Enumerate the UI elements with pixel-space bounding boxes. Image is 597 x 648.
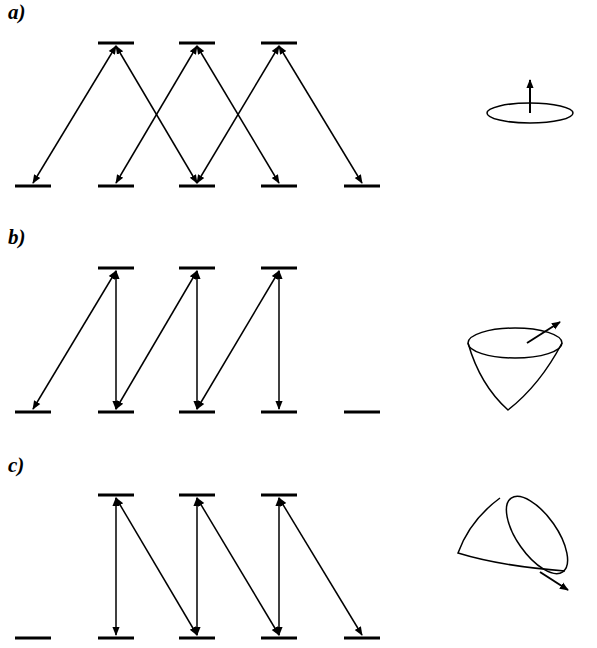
- energy-level: [98, 411, 134, 414]
- energy-level: [98, 494, 134, 497]
- transition-arrow: [196, 271, 198, 409]
- transition-arrow: [33, 46, 116, 183]
- energy-level: [261, 185, 297, 188]
- energy-level: [179, 42, 215, 45]
- panel-label: b): [8, 227, 26, 248]
- energy-level: [98, 267, 134, 270]
- energy-level: [344, 185, 380, 188]
- spin-icon: [487, 80, 573, 123]
- panel-label: a): [8, 2, 26, 23]
- energy-level: [261, 42, 297, 45]
- transition-arrow: [115, 271, 117, 409]
- energy-level: [98, 185, 134, 188]
- transition-arrow: [197, 498, 279, 635]
- transition-arrow: [278, 498, 280, 635]
- energy-level: [344, 411, 380, 414]
- energy-level: [179, 411, 215, 414]
- transition-arrow: [197, 46, 279, 183]
- transition-arrow: [116, 271, 197, 409]
- transition-arrow: [278, 271, 280, 409]
- transition-arrow: [116, 46, 197, 183]
- energy-level: [98, 42, 134, 45]
- energy-level: [344, 637, 380, 640]
- energy-level: [261, 267, 297, 270]
- transition-arrow: [279, 498, 362, 635]
- transition-arrow: [116, 498, 197, 635]
- energy-level: [261, 494, 297, 497]
- transition-arrow: [115, 498, 117, 635]
- transition-arrow: [197, 46, 279, 183]
- transition-arrow: [116, 46, 197, 183]
- energy-level: [15, 185, 51, 188]
- transition-arrow: [33, 271, 116, 409]
- transition-arrow: [279, 46, 362, 183]
- energy-level: [179, 185, 215, 188]
- energy-level: [98, 637, 134, 640]
- spin-icon: [468, 322, 562, 410]
- energy-level: [179, 494, 215, 497]
- energy-level: [261, 637, 297, 640]
- energy-level: [179, 637, 215, 640]
- transition-arrow: [197, 271, 279, 409]
- energy-level: [261, 411, 297, 414]
- spin-icon: [458, 487, 579, 590]
- energy-level: [15, 637, 51, 640]
- transition-arrow: [196, 498, 198, 635]
- panel-label: c): [8, 455, 24, 476]
- energy-level: [179, 267, 215, 270]
- energy-level: [15, 411, 51, 414]
